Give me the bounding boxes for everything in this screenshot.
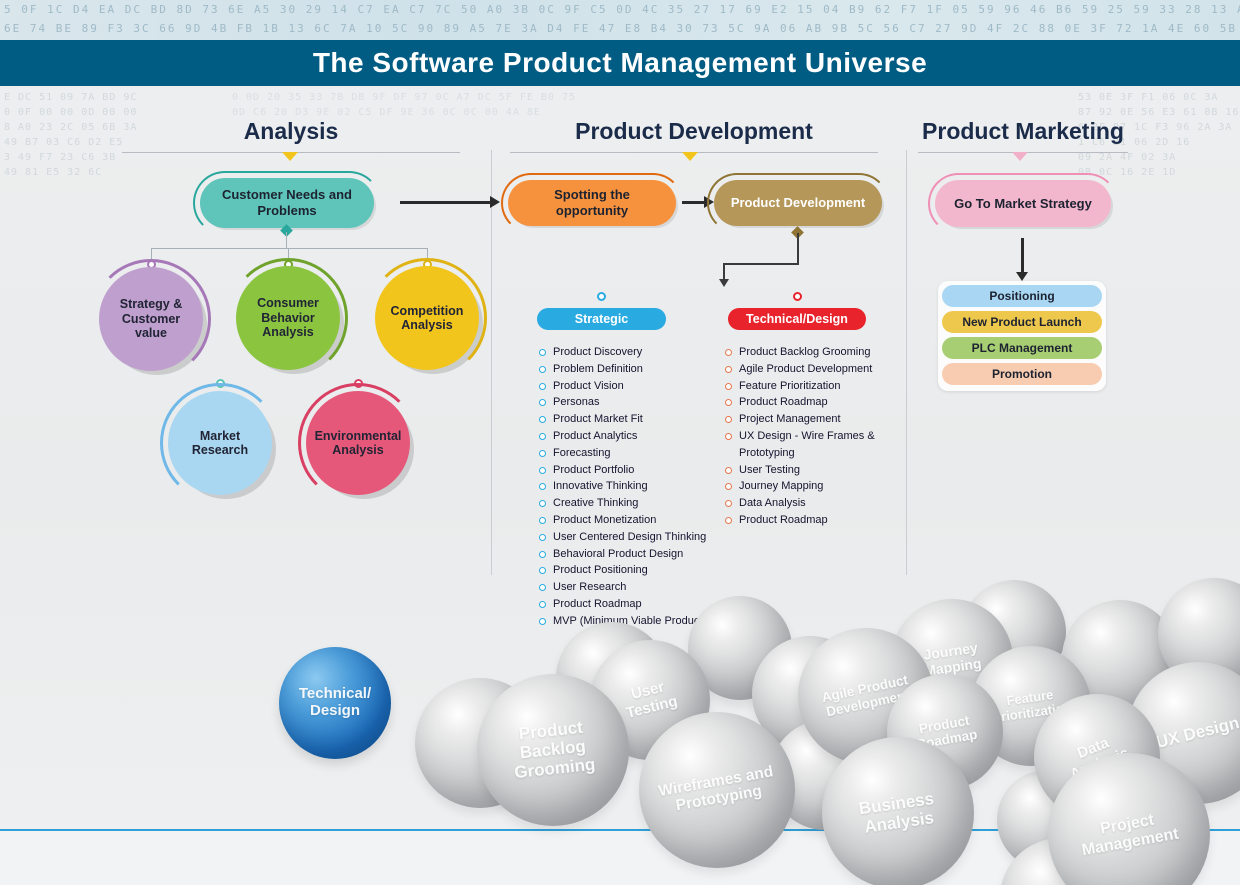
code-strip-line: 6E 74 BE 89 F3 3C 66 9D 4B FB 1B 13 6C 7… — [4, 22, 1240, 35]
sphere-wireframes-prototyping: Wireframes and Prototyping — [639, 712, 795, 868]
code-strip-line: 5 0F 1C D4 EA DC BD 8D 73 6E A5 30 29 14… — [4, 3, 1240, 16]
marketing-bar-new-product-launch: New Product Launch — [942, 311, 1102, 333]
column-header-product-marketing: Product Marketing — [922, 118, 1124, 144]
node-spotting-opportunity: Spotting the opportunity — [501, 173, 683, 233]
list-item: Product Backlog Grooming — [724, 344, 894, 361]
node-go-to-market: Go To Market Strategy — [928, 173, 1118, 234]
connector-line — [427, 248, 428, 264]
connector-line — [151, 248, 428, 249]
list-item: Product Monetization — [538, 512, 748, 529]
arrow-down-icon — [719, 263, 729, 287]
sphere-label: Wireframes and Prototyping — [656, 762, 775, 815]
page-title: The Software Product Management Universe — [312, 47, 928, 78]
technical-design-list: Product Backlog Grooming Agile Product D… — [724, 344, 894, 529]
chevron-down-icon — [1012, 152, 1028, 161]
list-item: Agile Product Development — [724, 361, 894, 378]
strategic-list: Product Discovery Problem Definition Pro… — [538, 344, 748, 630]
background-code-right: 53 0E 3F F1 06 0C 3A 87 92 0E 56 E3 61 0… — [1078, 92, 1240, 178]
list-item: Product Market Fit — [538, 411, 748, 428]
list-item: User Research — [538, 579, 748, 596]
connector-line — [286, 232, 287, 248]
chevron-down-icon — [682, 152, 698, 161]
connector-line — [288, 248, 289, 264]
list-item: Journey Mapping — [724, 478, 894, 495]
background-code-left: E DC 51 09 7A BD 9C 0 0F 00 00 0D 00 00 … — [4, 92, 138, 178]
list-header-technical-design: Technical/Design — [728, 308, 866, 330]
column-divider — [491, 150, 492, 575]
node-label: Strategy & Customer value — [119, 297, 183, 341]
list-item: Product Portfolio — [538, 462, 748, 479]
connector-dot — [597, 292, 606, 301]
list-item: Product Roadmap — [724, 512, 894, 529]
arrow-right-icon — [682, 196, 714, 208]
node-label: Competition Analysis — [390, 303, 464, 332]
node-market-research: Market Research — [160, 383, 280, 503]
connector-line — [151, 248, 152, 264]
list-item: Product Vision — [538, 378, 748, 395]
list-item: Creative Thinking — [538, 495, 748, 512]
list-item: Problem Definition — [538, 361, 748, 378]
node-competition-analysis: Competition Analysis — [367, 258, 487, 378]
sphere-label-line: Design — [309, 702, 360, 719]
node-strategy-customer-value: Strategy & Customer value — [91, 259, 211, 379]
node-environmental-analysis: Environmental Analysis — [298, 383, 418, 503]
node-customer-needs: Customer Needs and Problems — [193, 171, 381, 235]
marketing-bar-plc-management: PLC Management — [942, 337, 1102, 359]
connector-dot — [793, 292, 802, 301]
connector-line — [797, 233, 799, 265]
sphere-label: Product Backlog Grooming — [513, 718, 597, 783]
list-item: Behavioral Product Design — [538, 546, 748, 563]
list-item: Project Management — [724, 411, 894, 428]
baseline-rule — [0, 829, 1240, 831]
node-label: Market Research — [191, 428, 249, 457]
list-item: MVP (Minimum Viable Product) — [538, 613, 748, 630]
marketing-bar-promotion: Promotion — [942, 363, 1102, 385]
sphere-label: Project Management — [1080, 811, 1181, 860]
node-label: Environmental Analysis — [314, 428, 402, 457]
sphere-product-backlog-grooming: Product Backlog Grooming — [477, 674, 629, 826]
list-item: Product Analytics — [538, 428, 748, 445]
sphere-label: Technical/ Design — [290, 685, 380, 720]
arrow-down-icon — [1016, 238, 1028, 281]
connector-line — [723, 263, 799, 265]
list-item: Innovative Thinking — [538, 478, 748, 495]
node-label: Consumer Behavior Analysis — [257, 296, 319, 340]
list-item: User Centered Design Thinking — [538, 529, 748, 546]
sphere-technical-design: Technical/ Design — [279, 647, 391, 759]
connector-dot — [216, 379, 225, 388]
sphere-label: UX Design — [1154, 713, 1240, 753]
arrow-right-icon — [400, 196, 500, 208]
marketing-bar-positioning: Positioning — [942, 285, 1102, 307]
chevron-down-icon — [282, 152, 298, 161]
list-item: Data Analysis — [724, 495, 894, 512]
list-item: User Testing — [724, 462, 894, 479]
list-item: Forecasting — [538, 445, 748, 462]
node-consumer-behavior: Consumer Behavior Analysis — [228, 258, 348, 378]
list-item: Product Positioning — [538, 562, 748, 579]
list-item: UX Design - Wire Frames & Prototyping — [724, 428, 894, 462]
decorative-code-strip: 5 0F 1C D4 EA DC BD 8D 73 6E A5 30 29 14… — [0, 0, 1240, 40]
title-bar: The Software Product Management Universe — [0, 40, 1240, 86]
list-item: Product Discovery — [538, 344, 748, 361]
list-item: Product Roadmap — [538, 596, 748, 613]
list-item: Personas — [538, 394, 748, 411]
column-divider — [906, 150, 907, 575]
column-header-product-development: Product Development — [575, 118, 813, 144]
sphere-business-analysis: Business Analysis — [822, 737, 974, 885]
connector-dot — [354, 379, 363, 388]
column-header-analysis: Analysis — [243, 118, 339, 144]
background-code-center: 0 0D 20 35 33 7B DB 9F DF 97 0C A7 DC 5F… — [232, 92, 577, 118]
sphere-label-line: Technical/ — [298, 685, 372, 703]
node-product-development: Product Development — [707, 173, 889, 233]
list-item: Feature Prioritization — [724, 378, 894, 395]
sphere-label: Business Analysis — [857, 788, 936, 837]
list-header-strategic: Strategic — [537, 308, 666, 330]
sphere-project-management: Project Management — [1048, 753, 1210, 885]
list-item: Product Roadmap — [724, 394, 894, 411]
